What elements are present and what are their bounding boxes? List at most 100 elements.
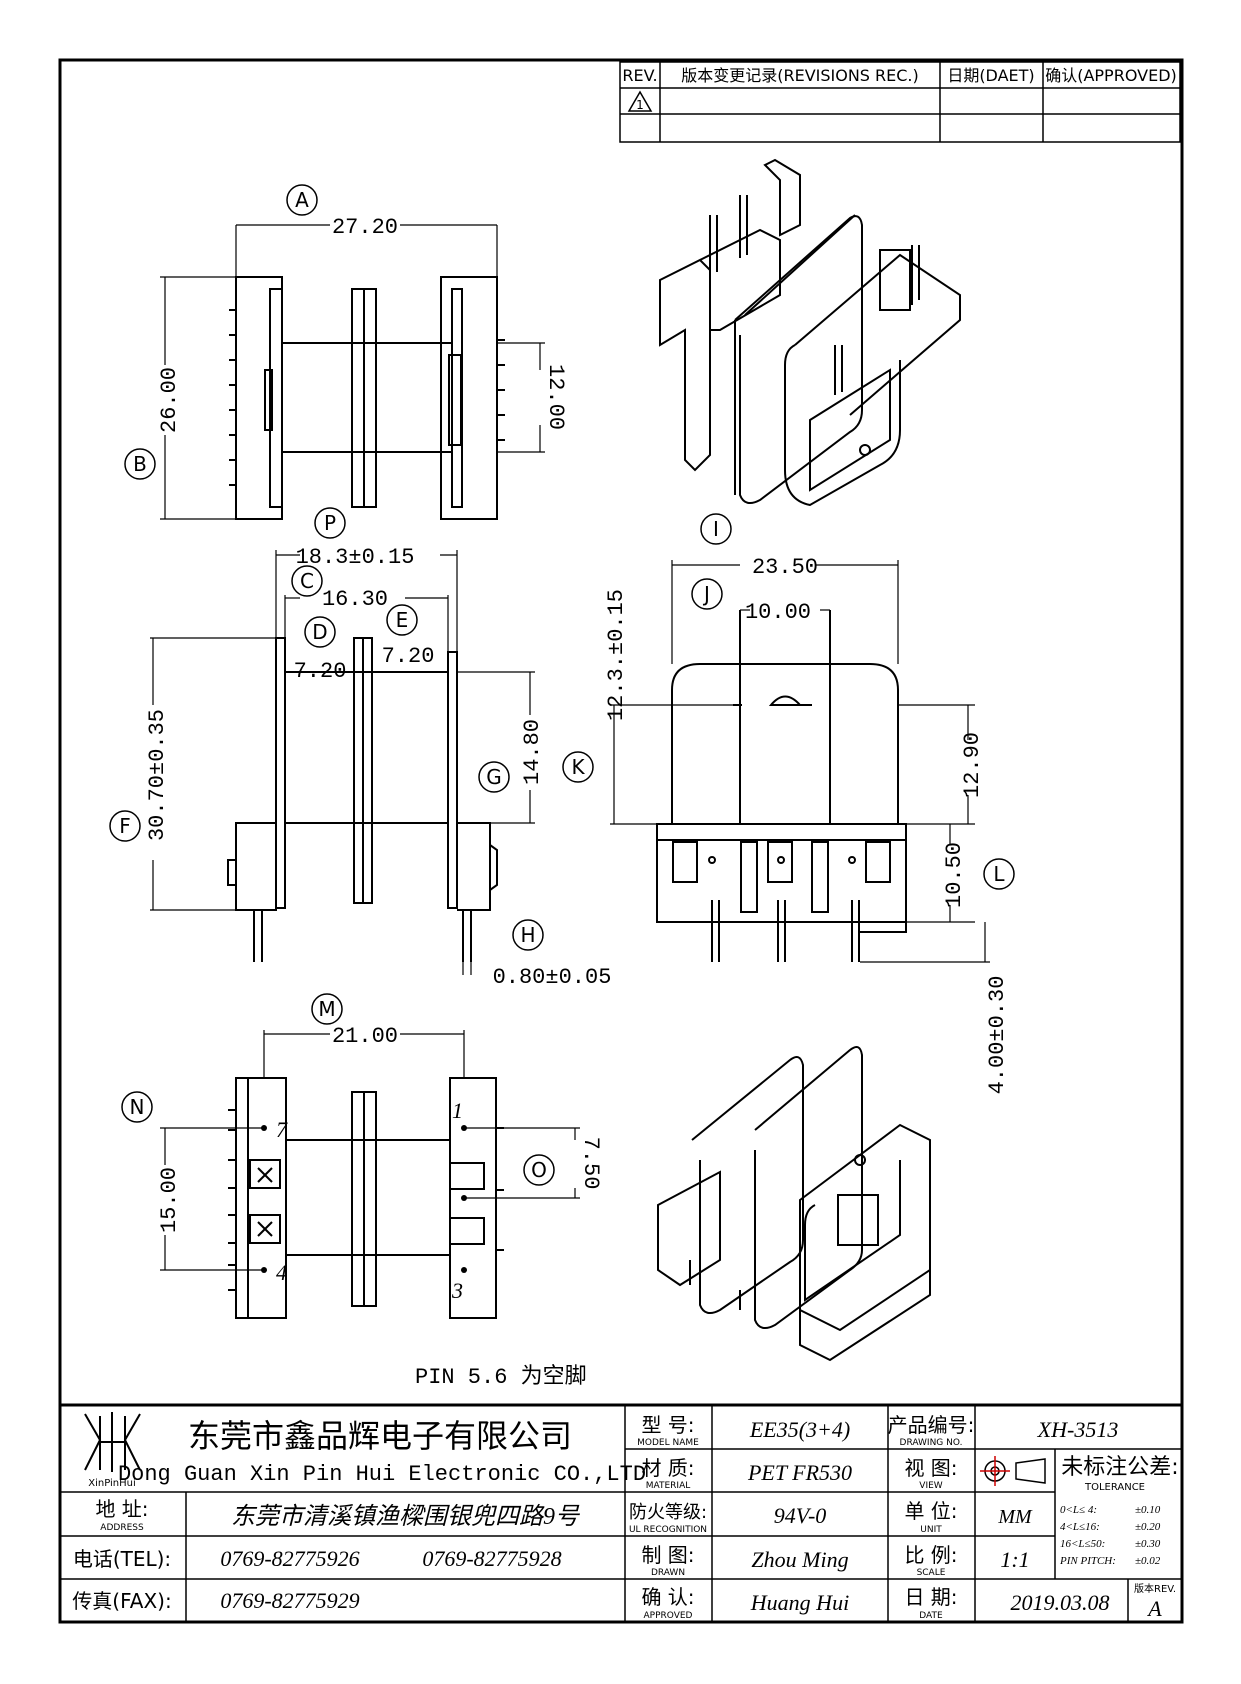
callout-L: L <box>983 858 1015 890</box>
scale-label-cn: 比 例: <box>904 1543 957 1567</box>
pin-7-label: 7 <box>276 1117 288 1142</box>
callout-G: G <box>478 761 510 793</box>
svg-text:K: K <box>571 755 585 779</box>
pin-note: PIN 5.6 为空脚 <box>415 1364 587 1390</box>
end-view-height-value: 12.90 <box>960 732 985 798</box>
svg-text:B: B <box>133 452 147 476</box>
company-name-en: Dong Guan Xin Pin Hui Electronic CO.,LTD <box>118 1462 646 1487</box>
date-value: 2019.03.08 <box>1011 1590 1110 1615</box>
dim-N-value: 15.00 <box>157 1167 182 1233</box>
ul-label-en: UL RECOGNITION <box>629 1525 707 1535</box>
fax-value: 0769-82775929 <box>220 1588 359 1613</box>
dim-12-value: 12.00 <box>543 364 568 430</box>
tolerance-value: ±0.02 <box>1135 1555 1161 1567</box>
callout-H: H <box>512 919 544 951</box>
drawn-label-cn: 制 图: <box>641 1543 694 1567</box>
callout-O: O <box>523 1154 555 1186</box>
end-view <box>656 610 907 962</box>
pin-4-label: 4 <box>276 1260 287 1285</box>
model-label-en: MODEL NAME <box>637 1438 699 1448</box>
view-label-cn: 视 图: <box>904 1456 957 1480</box>
fax-label: 传真(FAX): <box>72 1589 171 1613</box>
dim-H-value: 0.80±0.05 <box>493 965 612 990</box>
end-view-width-value: 23.50 <box>752 555 818 580</box>
tolerance-range: 4<L≤16: <box>1060 1521 1100 1533</box>
svg-text:H: H <box>520 923 535 947</box>
pin-3-dot <box>461 1267 467 1273</box>
dim-M-value: 21.00 <box>332 1024 398 1049</box>
dim-B-value: 26.00 <box>157 367 182 433</box>
company-logo <box>84 1412 141 1472</box>
address-value: 东莞市清溪镇渔樑围银兜四路9号 <box>231 1503 581 1530</box>
address-label-cn: 地 址: <box>95 1497 148 1521</box>
tolerance-label-cn: 未标注公差: <box>1061 1455 1178 1480</box>
company-name-cn: 东莞市鑫品辉电子有限公司 <box>188 1417 572 1455</box>
dim-J-value: 10.00 <box>745 600 811 625</box>
ul-value: 94V-0 <box>774 1503 827 1528</box>
approved-label-cn: 确 认: <box>641 1585 694 1609</box>
dim-G-value: 14.80 <box>520 719 545 785</box>
callout-J: J <box>691 578 723 610</box>
svg-text:P: P <box>324 511 336 535</box>
pin-3-label: 3 <box>451 1278 463 1303</box>
svg-text:N: N <box>130 1095 145 1119</box>
dim-O-value: 7.50 <box>578 1137 603 1190</box>
svg-text:M: M <box>318 997 335 1021</box>
callout-B: B <box>124 448 156 480</box>
material-value: PET FR530 <box>747 1460 852 1485</box>
address-label-en: ADDRESS <box>100 1523 144 1533</box>
front-view <box>229 276 505 520</box>
view-label-en: VIEW <box>919 1481 942 1491</box>
svg-text:I: I <box>713 517 719 541</box>
date-header: 日期(DAET) <box>947 66 1034 85</box>
approved-value: Huang Hui <box>750 1590 849 1615</box>
unit-value: MM <box>997 1506 1033 1528</box>
rev-header: REV. <box>622 66 657 85</box>
callout-I: I <box>700 513 732 545</box>
callout-E: E <box>386 604 418 636</box>
tolerance-value: ±0.20 <box>1135 1521 1161 1533</box>
tolerance-value: ±0.10 <box>1135 1504 1161 1516</box>
tolerance-range: 0<L≤ 4: <box>1060 1504 1097 1516</box>
drawn-value: Zhou Ming <box>751 1547 848 1572</box>
dim-P-value: 18.3±0.15 <box>296 545 415 570</box>
material-label-en: MATERIAL <box>646 1481 691 1491</box>
side-view <box>227 637 498 962</box>
pin-1-label: 1 <box>452 1098 463 1123</box>
scale-value: 1:1 <box>1000 1547 1029 1572</box>
projection-symbol-icon <box>980 1456 1046 1486</box>
tolerance-value: ±0.30 <box>1135 1538 1161 1550</box>
svg-text:D: D <box>312 620 327 644</box>
svg-text:G: G <box>486 765 502 789</box>
ul-label-cn: 防火等级: <box>629 1502 707 1523</box>
svg-text:C: C <box>300 569 314 593</box>
svg-text:L: L <box>993 862 1005 886</box>
callout-C: C <box>291 565 323 597</box>
model-value: EE35(3+4) <box>749 1417 850 1442</box>
drawing-border <box>58 58 1184 1624</box>
dim-F-value: 30.70±0.35 <box>145 709 170 841</box>
scale-label-en: SCALE <box>917 1568 946 1578</box>
svg-text:F: F <box>119 814 131 838</box>
approved-header: 确认(APPROVED) <box>1045 66 1177 85</box>
title-block <box>60 1403 1182 1622</box>
svg-text:E: E <box>396 608 409 632</box>
svg-text:1: 1 <box>636 98 644 112</box>
callout-M: M <box>311 993 343 1025</box>
dim-D-value: 7.20 <box>294 659 347 684</box>
svg-text:O: O <box>531 1158 547 1182</box>
isometric-view-bottom <box>657 1045 931 1362</box>
svg-text:A: A <box>295 188 309 212</box>
revision-table <box>619 61 1181 143</box>
tel-1: 0769-82775926 <box>220 1546 359 1571</box>
dim-L-value: 10.50 <box>942 842 967 908</box>
drawn-label-en: DRAWN <box>651 1568 685 1578</box>
svg-text:J: J <box>702 582 710 606</box>
callout-A: A <box>286 184 318 216</box>
unit-label-cn: 单 位: <box>904 1499 957 1523</box>
callout-F: F <box>109 810 141 842</box>
callout-D: D <box>304 616 336 648</box>
rev-label: 版本REV. <box>1134 1582 1176 1595</box>
tel-2: 0769-82775928 <box>422 1546 561 1571</box>
